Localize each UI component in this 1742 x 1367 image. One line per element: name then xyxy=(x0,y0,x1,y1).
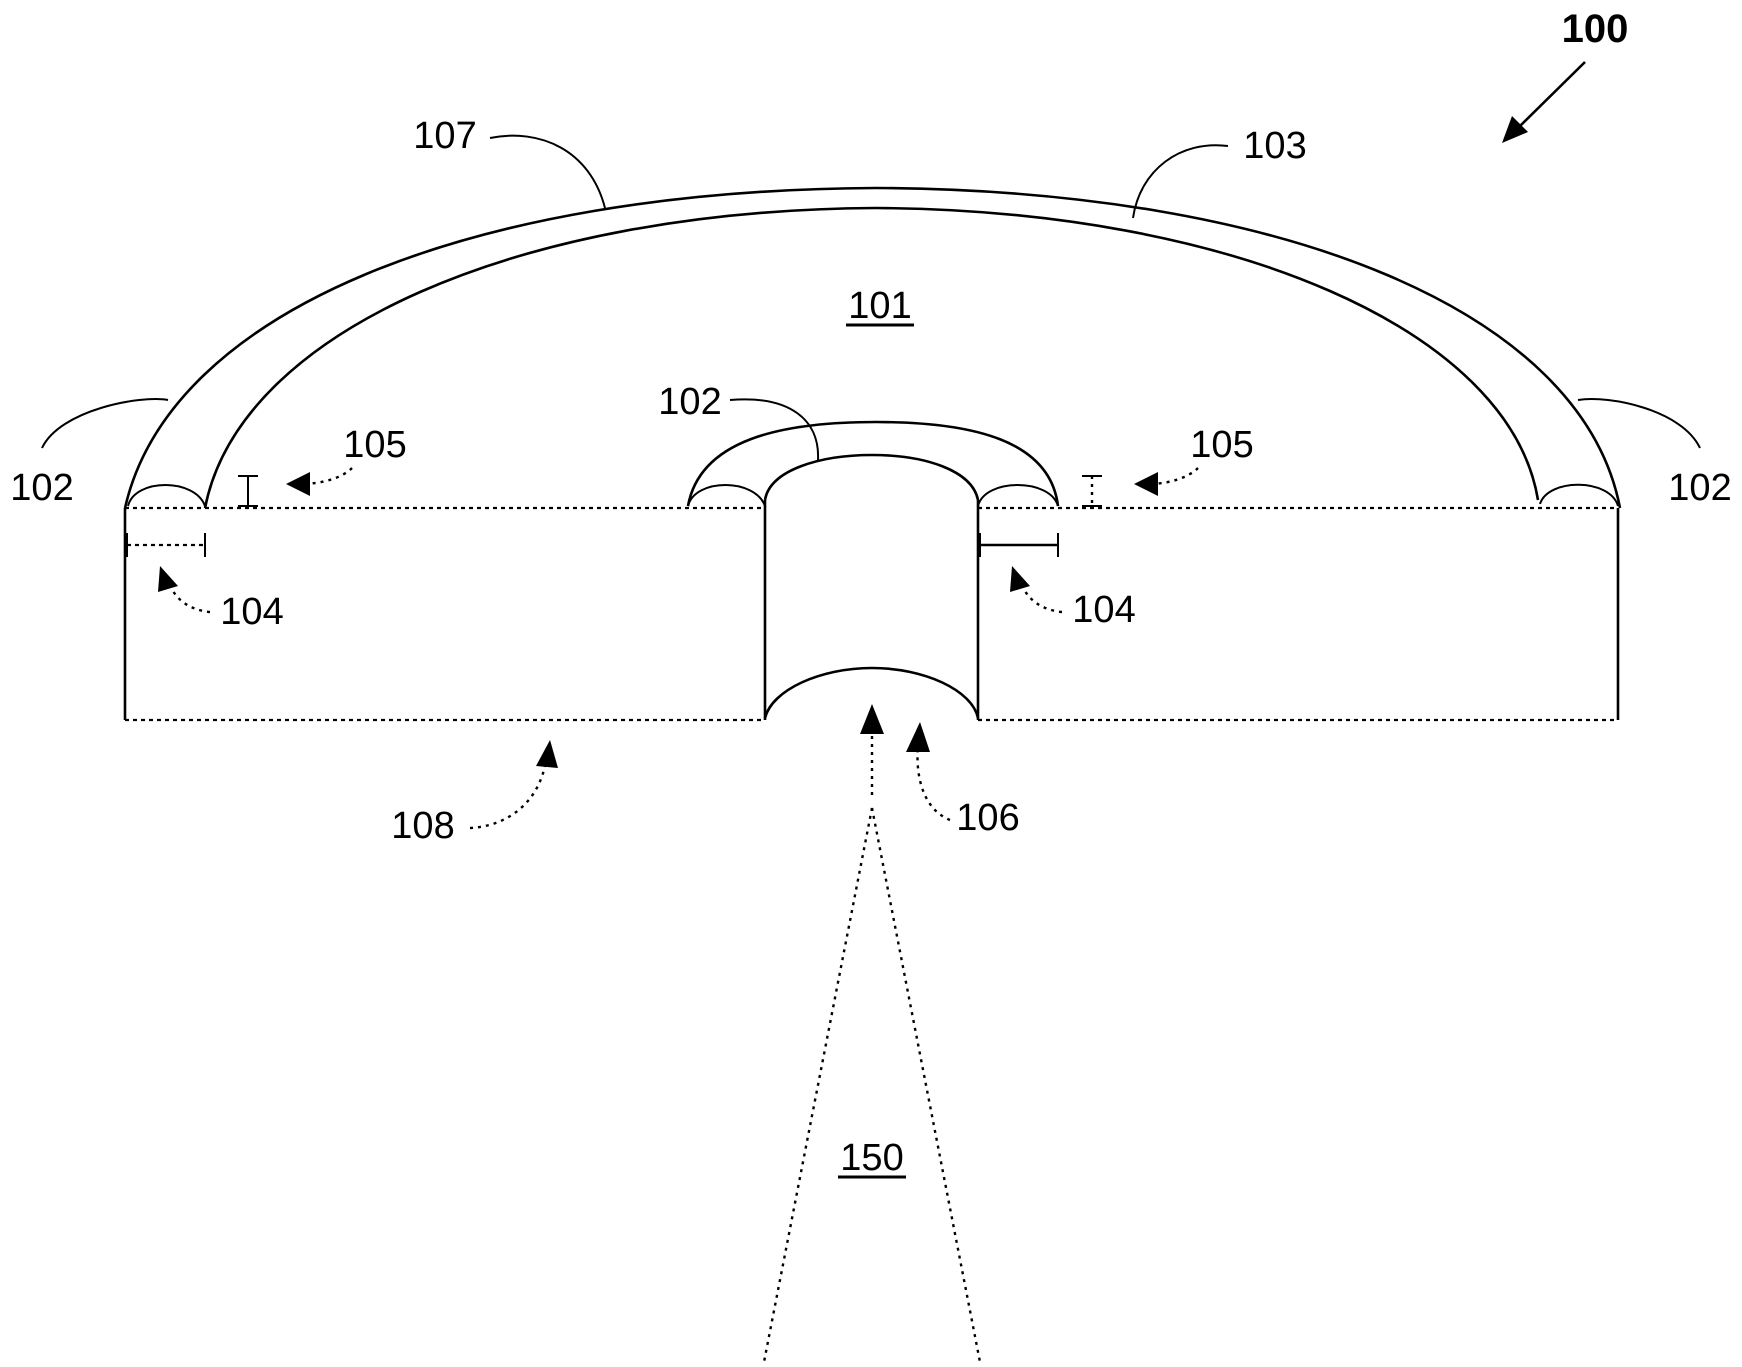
substrate xyxy=(123,500,1620,722)
height-marker-left xyxy=(238,475,258,507)
label-104-left: 104 xyxy=(220,591,283,633)
height-pointer-left xyxy=(286,467,353,496)
height-marker-right xyxy=(1082,475,1102,507)
width-pointer-right xyxy=(1010,566,1063,614)
pointer-106 xyxy=(906,722,951,822)
label-103: 103 xyxy=(1243,125,1306,167)
leader-102-center xyxy=(729,398,820,461)
figure-ref-label: 100 xyxy=(1562,7,1629,51)
width-marker-left xyxy=(126,533,206,557)
label-102-center: 102 xyxy=(658,381,721,423)
leader-102-right xyxy=(1577,398,1701,449)
dome-inner-arc xyxy=(203,206,1540,509)
label-102-left: 102 xyxy=(10,467,73,509)
label-104-right: 104 xyxy=(1072,589,1135,631)
label-101: 101 xyxy=(848,285,911,327)
post-top-arc xyxy=(763,453,980,501)
aperture-arc xyxy=(763,666,980,719)
dome-outer-arc xyxy=(123,186,1622,509)
figure-ref-arrow xyxy=(1502,61,1586,143)
label-105-right: 105 xyxy=(1190,424,1253,466)
bead-center-right xyxy=(977,484,1059,507)
leader-102-left xyxy=(41,398,169,449)
label-150: 150 xyxy=(840,1137,903,1179)
width-pointer-left xyxy=(158,566,211,614)
label-105-left: 105 xyxy=(343,424,406,466)
label-107: 107 xyxy=(413,115,476,157)
leader-107 xyxy=(489,134,606,209)
label-106: 106 xyxy=(956,797,1019,839)
center-dome-outer xyxy=(686,420,1060,507)
bead-center-left xyxy=(687,484,766,507)
height-pointer-right xyxy=(1134,467,1199,496)
leader-103 xyxy=(1132,144,1229,219)
bead-right xyxy=(1539,483,1619,507)
width-marker-right xyxy=(979,533,1059,557)
pointer-108 xyxy=(469,740,558,830)
label-108: 108 xyxy=(391,805,454,847)
bead-left xyxy=(127,484,206,507)
label-102-right: 102 xyxy=(1668,467,1731,509)
beam-cone xyxy=(762,807,982,1363)
beam-arrow xyxy=(860,704,884,795)
